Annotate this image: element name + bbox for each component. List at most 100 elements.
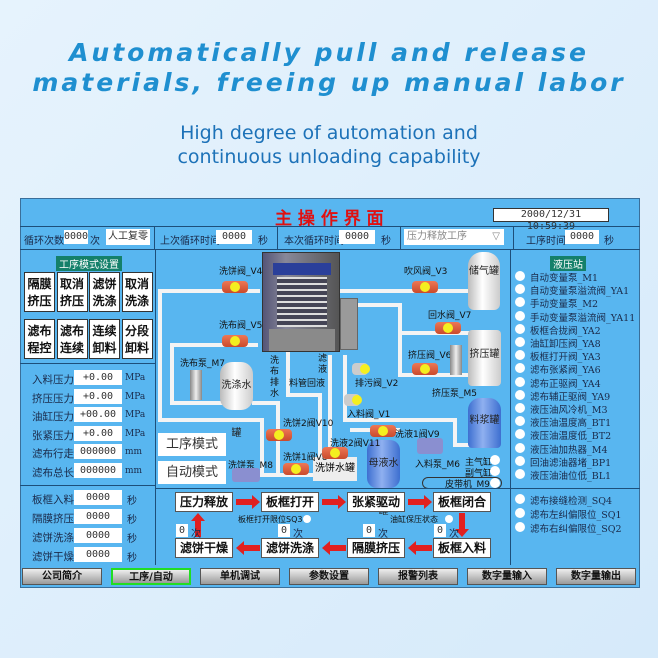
arrow-left-icon (322, 541, 346, 555)
valve-v11-label: 洗液2阀V11 (330, 439, 381, 449)
valve-v8-label: 洗饼1阀V8 (283, 453, 328, 463)
status-indicator (515, 416, 525, 427)
process-time-value: 0000 (565, 230, 599, 244)
nav-tab[interactable]: 工序/自动 (111, 568, 191, 585)
param-label: 油缸压力 (32, 411, 74, 424)
mode-button[interactable]: 隔膜挤压 (24, 272, 55, 312)
hydraulic-item: 滤布张紧阀_YA6 (530, 365, 601, 377)
status-indicator (515, 310, 525, 321)
manifold-box (340, 298, 358, 350)
status-indicator (515, 522, 525, 532)
param-label: 滤布总长 (32, 467, 74, 479)
status-indicator (515, 494, 525, 504)
step-frame-open[interactable]: 板框打开 (261, 492, 319, 512)
step-frame-close[interactable]: 板框闭合 (433, 492, 491, 512)
step-pressure-release[interactable]: 压力释放 (175, 492, 233, 512)
cycle-count-label: 循环次数 (24, 236, 64, 247)
hydraulic-item: 板框打开阀_YA3 (530, 352, 601, 364)
mode-button-label: 滤布 (59, 324, 84, 338)
sq3-label: 板框打开限位SQ3 (238, 515, 303, 524)
mode-button-label: 取消 (59, 277, 84, 291)
auto-mode-button[interactable]: 自动模式 (158, 461, 226, 484)
sensor-item: 滤布左纠偏限位_SQ1 (530, 510, 622, 521)
last-cycle-value: 0000 (216, 230, 252, 244)
status-indicator (515, 271, 525, 281)
status-indicator (515, 323, 525, 334)
process-select[interactable]: 压力释放工序 ▽ (404, 229, 504, 245)
param-unit: MPa (125, 410, 146, 421)
step-cake-dry[interactable]: 滤饼干燥 (175, 538, 233, 558)
oil-hold-indicator (445, 515, 453, 523)
mode-button-label: 挤压 (27, 294, 52, 308)
mode-button[interactable]: 分段卸料 (121, 319, 153, 359)
step-tension-drive[interactable]: 张紧驱动 (347, 492, 405, 512)
pump-m7[interactable] (190, 370, 202, 400)
pump-m6[interactable] (417, 438, 443, 454)
belt-m9-indicator (490, 478, 500, 488)
filtrate-label: 滤液 (318, 354, 328, 375)
hydraulic-item: 液压油加热器_M4 (530, 444, 608, 456)
pump-m8[interactable] (232, 468, 260, 482)
mode-button-label: 分段 (124, 324, 149, 338)
valve-v2[interactable] (352, 363, 370, 375)
status-indicator (515, 297, 525, 308)
valve-v7-label: 回水阀_V7 (428, 311, 472, 321)
mode-button[interactable]: 取消洗涤 (121, 272, 153, 312)
valve-v1-label: 入料阀_V1 (347, 410, 391, 420)
valve-v5-label: 洗布阀_V5 (219, 321, 263, 331)
mode-button[interactable]: 取消挤压 (56, 272, 88, 312)
nav-tab[interactable]: 公司简介 (22, 568, 102, 585)
valve-v4[interactable] (222, 281, 248, 293)
valve-v5[interactable] (222, 335, 248, 347)
status-indicator (515, 284, 525, 295)
step-frame-feed[interactable]: 板框入料 (433, 538, 491, 558)
status-indicator (515, 403, 525, 413)
status-indicator (515, 389, 525, 400)
step-cake-wash[interactable]: 滤饼洗涤 (261, 538, 319, 558)
nav-tab[interactable]: 单机调试 (200, 568, 280, 585)
nav-tab[interactable]: 数字量输入 (467, 568, 547, 585)
status-indicator (515, 469, 525, 479)
valve-v1[interactable] (344, 394, 362, 406)
status-indicator (515, 337, 525, 347)
step-diaphragm-press[interactable]: 隔膜挤压 (347, 538, 405, 558)
hydraulic-item: 板框合拢阀_YA2 (530, 325, 601, 337)
time-label: 板框入料 (32, 494, 74, 506)
param-label: 入料压力 (32, 374, 74, 386)
mode-button-label: 滤布 (27, 324, 52, 338)
hydraulic-item: 液压油温度高_BT1 (530, 418, 612, 430)
valve-v7[interactable] (435, 322, 461, 334)
valve-v8[interactable] (283, 463, 309, 475)
mode-button[interactable]: 滤布程控 (24, 319, 55, 359)
main-cylinder-label: 主气缸 (465, 458, 493, 468)
time-label: 隔膜挤压 (32, 513, 74, 525)
param-value: +0.00 (74, 370, 122, 385)
manual-reset-button[interactable]: 人工复零 (106, 229, 150, 245)
time-value: 0000 (74, 509, 122, 524)
process-mode-button[interactable]: 工序模式 (158, 433, 226, 456)
sec-unit: 秒 (604, 236, 614, 247)
pump-m5-label: 挤压泵_M5 (432, 389, 477, 399)
nav-tab[interactable]: 数字量输出 (556, 568, 636, 585)
nav-tab[interactable]: 参数设置 (289, 568, 369, 585)
chevron-down-icon: ▽ (492, 231, 500, 242)
pump-m5[interactable] (450, 345, 462, 375)
valve-v3[interactable] (412, 281, 438, 293)
valve-v6[interactable] (412, 363, 438, 375)
process-select-value: 压力释放工序 (407, 231, 467, 242)
mode-button[interactable]: 滤饼洗涤 (89, 272, 120, 312)
pump-m8-label: 洗饼泵_M8 (228, 461, 273, 471)
valve-v9[interactable] (370, 425, 396, 437)
slurry-tank: 料浆罐 (468, 398, 501, 448)
sensor-item: 滤布右纠偏限位_SQ2 (530, 524, 622, 535)
mode-button-label: 卸料 (124, 341, 149, 355)
sub-cylinder-label: 副气缸 (465, 469, 493, 479)
mode-button[interactable]: 连续卸料 (89, 319, 120, 359)
nav-tab[interactable]: 报警列表 (378, 568, 458, 585)
valve-v10[interactable] (266, 429, 292, 441)
mode-button[interactable]: 滤布连续 (56, 319, 88, 359)
process-time-label: 工序时间 (526, 236, 566, 247)
valve-v11[interactable] (322, 447, 348, 459)
banner-line2: materials, freeing up manual labor (32, 68, 626, 97)
